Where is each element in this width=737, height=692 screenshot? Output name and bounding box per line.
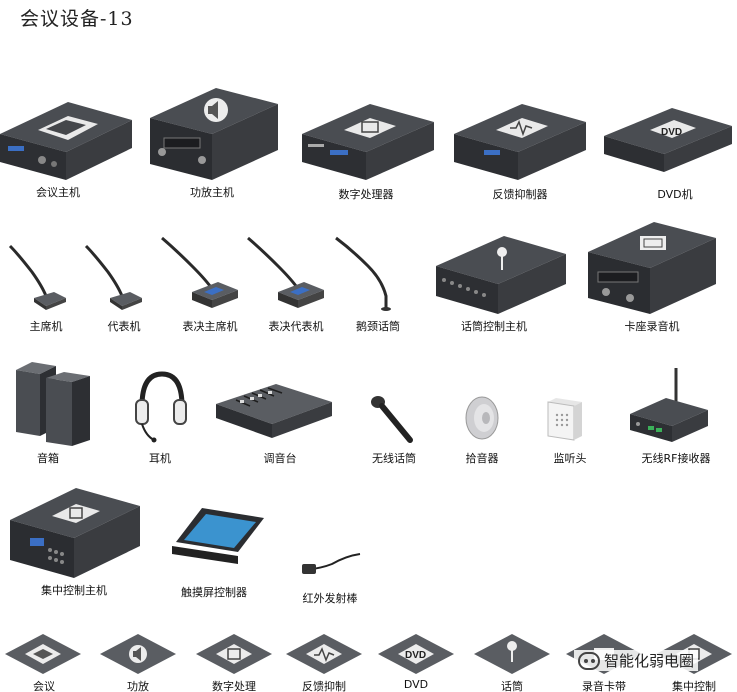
conference-host-icon <box>0 102 132 180</box>
cassette-recorder-label: 卡座录音机 <box>624 320 680 333</box>
chair-unit-device <box>8 244 68 310</box>
page-title: 会议设备-13 <box>20 8 134 30</box>
speaker-box-icon <box>16 362 90 446</box>
ir-emitter-label: 红外发射棒 <box>302 592 358 605</box>
delegate-unit-icon <box>84 244 142 310</box>
mixer-device <box>216 384 334 442</box>
voting-chair-unit-device <box>160 236 240 310</box>
wireless-rf-receiver-device <box>630 368 710 444</box>
monitor-head-icon <box>547 398 582 441</box>
conference-tile-icon <box>5 634 81 674</box>
dvd-tile-icon: DVD <box>378 634 454 674</box>
headphones-device <box>135 370 188 446</box>
bottom-dvd-tile: DVD <box>378 634 454 674</box>
bottom-dvd-label: DVD <box>403 678 429 691</box>
bottom-digital-processing-tile <box>196 634 272 674</box>
wireless-rf-receiver-label: 无线RF接收器 <box>641 452 711 465</box>
feedback-suppressor-icon <box>454 104 586 180</box>
bottom-conference-tile <box>5 634 81 674</box>
touchscreen-controller-device <box>172 506 266 566</box>
pickup-icon <box>465 396 499 440</box>
feedback-suppression-tile-icon <box>286 634 362 674</box>
mixer-label: 调音台 <box>263 452 297 465</box>
bottom-microphone-tile <box>474 634 550 674</box>
digital-processing-tile-icon <box>196 634 272 674</box>
bottom-recorder-cassette-label: 录音卡带 <box>582 680 626 692</box>
wireless-mic-label: 无线话筒 <box>372 452 416 465</box>
pickup-label: 拾音器 <box>465 452 499 465</box>
conference-host-label: 会议主机 <box>36 186 80 199</box>
dvd-player-device: DVD <box>604 108 734 178</box>
digital-processor-device <box>302 104 437 180</box>
voting-chair-unit-icon <box>161 236 238 308</box>
central-control-host-label: 集中控制主机 <box>41 584 107 597</box>
mic-control-host-device <box>436 236 568 314</box>
dvd-player-icon: DVD <box>604 108 732 172</box>
cassette-recorder-device <box>588 222 718 314</box>
bottom-microphone-label: 话筒 <box>501 680 523 692</box>
headphones-label: 耳机 <box>149 452 171 465</box>
gooseneck-mic-label: 鹅颈话筒 <box>356 320 400 333</box>
central-control-host-device <box>10 488 142 578</box>
dvd-logo-text: DVD <box>661 127 682 138</box>
touchscreen-controller-label: 触摸屏控制器 <box>181 586 247 599</box>
voting-delegate-unit-device <box>246 236 326 310</box>
bottom-amplifier-tile <box>100 634 176 674</box>
conference-host-device <box>0 100 135 180</box>
mic-control-host-icon <box>436 236 566 314</box>
feedback-suppressor-label: 反馈抑制器 <box>492 188 548 201</box>
delegate-unit-label: 代表机 <box>107 320 141 333</box>
bottom-digital-processing-label: 数字处理 <box>212 680 256 692</box>
digital-processor-label: 数字处理器 <box>338 188 394 201</box>
mic-control-host-label: 话筒控制主机 <box>461 320 527 333</box>
wireless-rf-receiver-icon <box>630 368 708 442</box>
voting-delegate-unit-icon <box>247 236 324 308</box>
gooseneck-mic-device <box>334 236 404 312</box>
chair-unit-icon <box>8 244 66 310</box>
bottom-feedback-suppression-label: 反馈抑制 <box>302 680 346 692</box>
bottom-central-control-label: 集中控制 <box>672 680 716 692</box>
monitor-head-label: 监听头 <box>553 452 587 465</box>
ir-emitter-icon <box>302 553 361 574</box>
voting-delegate-unit-label: 表决代表机 <box>268 320 324 333</box>
amplifier-host-label: 功放主机 <box>190 186 234 199</box>
watermark-text: 智能化弱电圈 <box>604 652 695 670</box>
cassette-recorder-icon <box>588 222 716 314</box>
touchscreen-controller-icon <box>172 508 264 564</box>
bottom-conference-label: 会议 <box>33 680 55 692</box>
bottom-amplifier-label: 功放 <box>127 680 149 692</box>
chair-unit-label: 主席机 <box>29 320 63 333</box>
watermark: 智能化弱电圈 <box>574 650 699 671</box>
central-control-host-icon <box>10 488 140 578</box>
bottom-feedback-suppression-tile <box>286 634 362 674</box>
ir-emitter-device <box>302 550 362 580</box>
digital-processor-icon <box>302 104 434 180</box>
wechat-icon <box>578 651 600 670</box>
gooseneck-mic-icon <box>335 236 391 311</box>
feedback-suppressor-device <box>454 104 589 180</box>
monitor-head-device <box>547 398 582 441</box>
wireless-mic-icon <box>371 396 413 443</box>
amplifier-tile-icon <box>100 634 176 674</box>
amplifier-host-icon <box>150 88 278 180</box>
speaker-box-device <box>16 362 96 446</box>
mixer-icon <box>216 384 332 438</box>
dvd-player-label: DVD机 <box>657 188 693 201</box>
microphone-tile-icon <box>474 634 550 674</box>
amplifier-host-device <box>150 88 280 180</box>
delegate-unit-device <box>84 244 144 310</box>
headphones-icon <box>135 371 187 443</box>
speaker-box-label: 音箱 <box>37 452 59 465</box>
voting-chair-unit-label: 表决主席机 <box>182 320 238 333</box>
pickup-device <box>464 394 504 442</box>
dvd-tile-logo-text: DVD <box>405 650 426 661</box>
wireless-mic-device <box>370 394 414 444</box>
